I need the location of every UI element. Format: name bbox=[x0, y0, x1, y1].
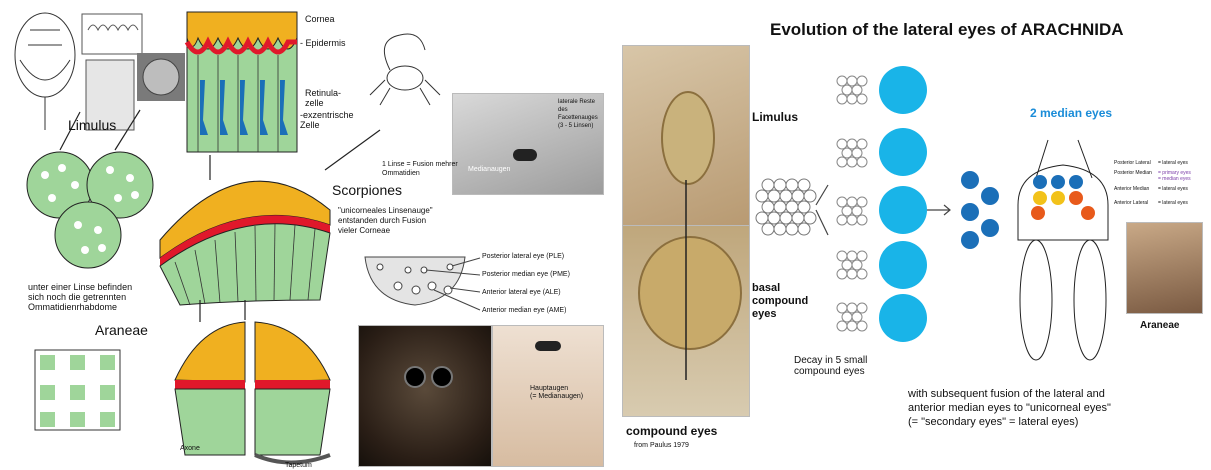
label-pme: Posterior median eye (PME) bbox=[482, 271, 570, 278]
label-am: Anterior Median bbox=[1114, 186, 1149, 192]
small-blue-dots bbox=[961, 171, 999, 249]
spider-outline bbox=[1018, 140, 1108, 360]
label-limulus-right: Limulus bbox=[752, 110, 798, 124]
label-epidermis: - Epidermis bbox=[300, 38, 346, 48]
label-pl-val: = lateral eyes bbox=[1158, 160, 1188, 166]
label-ale: Anterior lateral eye (ALE) bbox=[482, 289, 561, 296]
facet-pattern bbox=[143, 59, 179, 95]
label-al: Anterior Lateral bbox=[1114, 200, 1148, 206]
label-from-paulus: from Paulus 1979 bbox=[634, 442, 689, 449]
label-ple: Posterior lateral eye (PLE) bbox=[482, 253, 564, 260]
scorpion-sketch bbox=[370, 34, 440, 105]
limulus-ommatidia-sketch bbox=[82, 14, 142, 130]
label-exzentrische: -exzentrische Zelle bbox=[300, 110, 354, 130]
right-title: Evolution of the lateral eyes of ARACHNI… bbox=[770, 20, 1124, 40]
label-pm-val: = primary eyes = median eyes bbox=[1158, 170, 1191, 182]
label-al-val: = lateral eyes bbox=[1158, 200, 1188, 206]
label-fusion: with subsequent fusion of the lateral an… bbox=[908, 387, 1111, 429]
label-tapetum: Tapetum bbox=[285, 462, 312, 469]
label-compound-eyes: compound eyes bbox=[626, 424, 717, 438]
small-clusters bbox=[837, 76, 867, 331]
label-lateral-rest: laterale Reste des Facettenauges (3 - 5 … bbox=[558, 98, 598, 130]
label-ame: Anterior median eye (AME) bbox=[482, 307, 566, 314]
label-am-val: = lateral eyes bbox=[1158, 186, 1188, 192]
label-araneae-right: Araneae bbox=[1140, 320, 1179, 331]
label-limulus: Limulus bbox=[68, 117, 116, 133]
right-panel: Evolution of the lateral eyes of ARACHNI… bbox=[618, 0, 1211, 470]
basal-cluster bbox=[756, 179, 816, 235]
label-scorpiones: Scorpiones bbox=[332, 182, 402, 198]
araneae-lens bbox=[175, 322, 330, 463]
label-basal: basal compound eyes bbox=[752, 282, 808, 321]
left-panel: Cornea - Epidermis Retinula- zelle -exze… bbox=[0, 0, 610, 470]
label-median-eyes: 2 median eyes bbox=[1030, 106, 1112, 120]
spider-face-photo bbox=[358, 325, 492, 467]
label-cornea: Cornea bbox=[305, 14, 335, 24]
label-axone: Axone bbox=[180, 445, 200, 452]
araneae-photo bbox=[1126, 222, 1203, 314]
cyan-circles bbox=[879, 66, 927, 342]
limulus-sketch bbox=[15, 13, 75, 130]
scorpiones-lens bbox=[160, 181, 330, 305]
label-fusion-note: 1 Linse = Fusion mehrer Ommatidien bbox=[382, 160, 458, 178]
label-retinula: Retinula- zelle bbox=[305, 88, 341, 108]
label-medianaugen: Medianaugen bbox=[468, 166, 510, 173]
label-hauptaugen: Hauptaugen (= Medianaugen) bbox=[530, 385, 583, 401]
label-pm: Posterior Median bbox=[1114, 170, 1152, 176]
ommatidia-cluster bbox=[27, 152, 153, 268]
label-unicorneal: "unicorneales Linsenauge" entstanden dur… bbox=[338, 206, 433, 236]
rhabdom-grid bbox=[35, 350, 120, 430]
limulus-eye-section bbox=[187, 12, 297, 152]
label-decay: Decay in 5 small compound eyes bbox=[794, 355, 867, 377]
label-pl: Posterior Lateral bbox=[1114, 160, 1151, 166]
label-araneae-left: Araneae bbox=[95, 322, 148, 338]
spider-eye-scheme bbox=[365, 257, 480, 310]
label-unter-linse: unter einer Linse befinden sich noch die… bbox=[28, 282, 132, 312]
